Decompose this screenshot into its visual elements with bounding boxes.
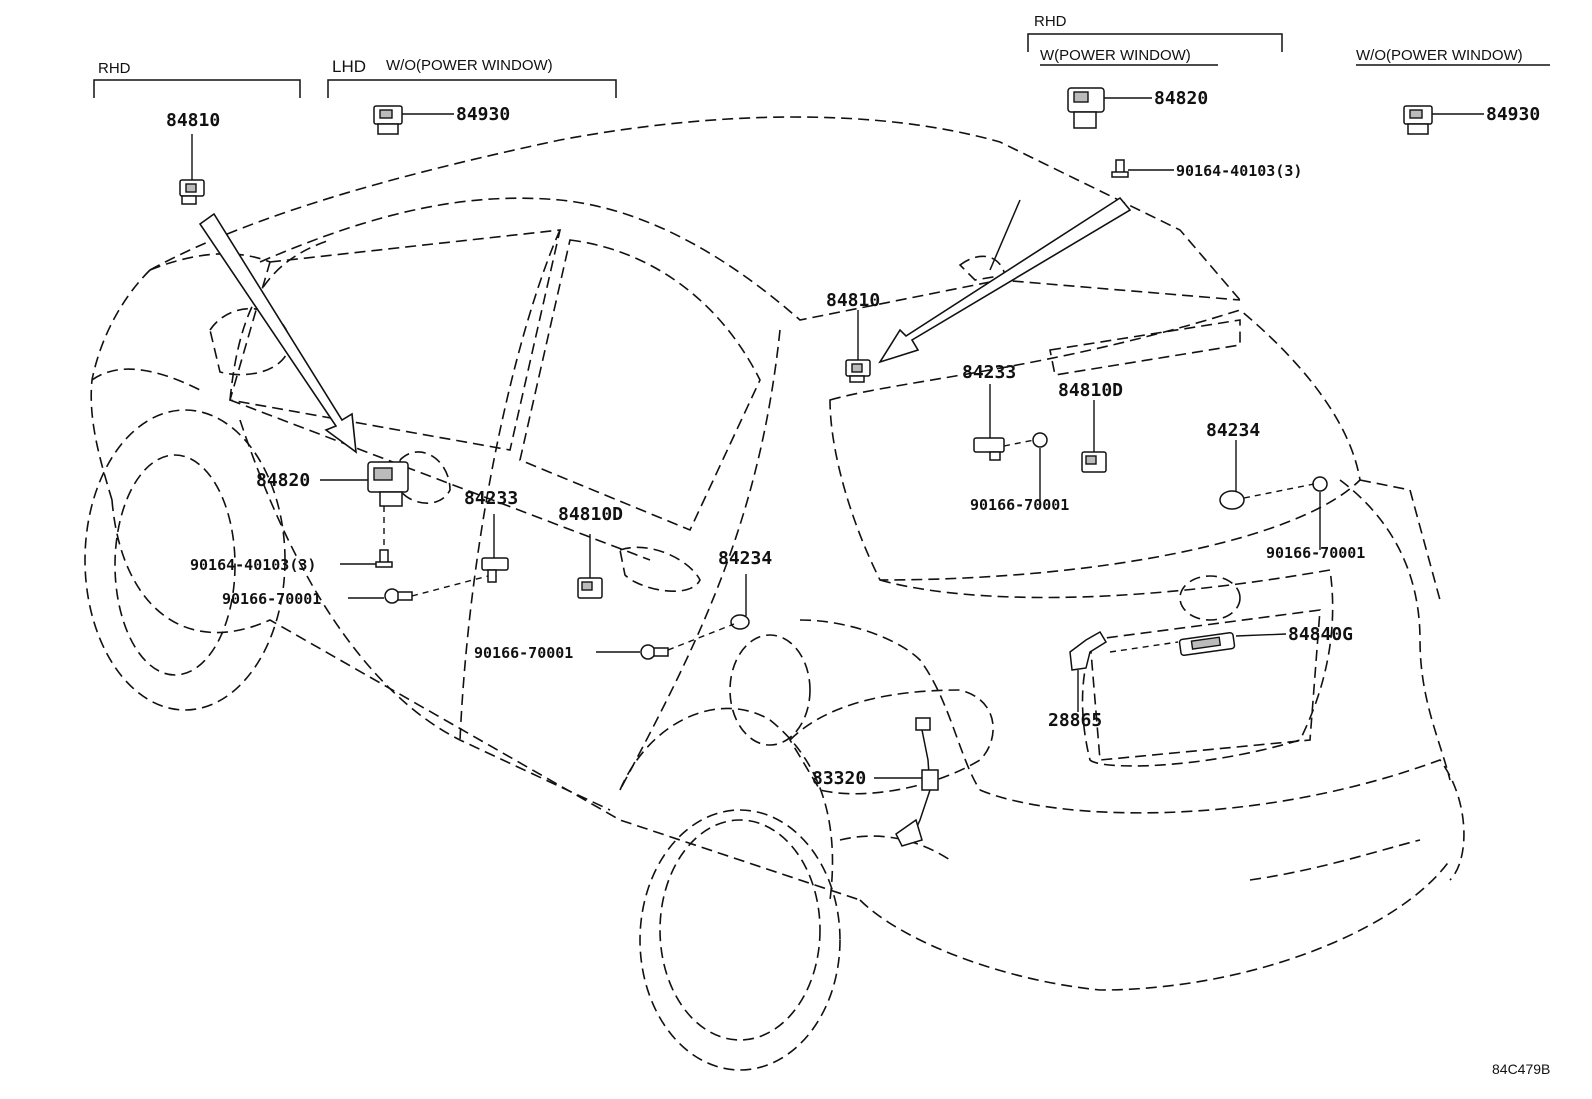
label-84233-right: 84233	[962, 362, 1016, 383]
figure-code: 84C479B	[1492, 1061, 1550, 1077]
label-84233-door: 84233	[464, 488, 518, 509]
switch-icon-84234-door	[730, 614, 750, 630]
group-label-wo-power-window-right-wrap: W/O(POWER WINDOW)	[1356, 47, 1550, 66]
switch-icon-84810d-door	[577, 577, 603, 599]
part-labels: 84810 84930 84820 90164-40103(3) 84930 8…	[166, 88, 1540, 789]
screw-icon-90166-door	[384, 588, 413, 604]
switch-icon-84930-left	[373, 105, 403, 135]
group-bracket-rhd-right: RHD W(POWER WINDOW)	[1027, 13, 1283, 66]
switch-icon-84930-right	[1403, 105, 1433, 135]
label-90166-door: 90166-70001	[222, 590, 321, 608]
switch-icon-84820-topright	[1067, 87, 1105, 129]
label-84810-roof: 84810	[826, 290, 880, 311]
label-90164-topright: 90164-40103(3)	[1176, 162, 1302, 180]
group-bracket-rhd-left: RHD	[93, 60, 301, 98]
arrow-rhd-left-to-door	[198, 212, 357, 454]
label-90166-right2: 90166-70001	[1266, 544, 1365, 562]
car-body-outline	[84, 116, 1465, 1071]
label-84810-topleft: 84810	[166, 110, 220, 131]
switch-icon-84810d-right	[1081, 451, 1107, 473]
sensor-icon-83320	[895, 717, 939, 847]
label-84930-left: 84930	[456, 104, 510, 125]
label-28865: 28865	[1048, 710, 1102, 731]
arrow-rhd-right-to-roof	[878, 196, 1132, 364]
switch-icon-84234-right	[1219, 490, 1245, 510]
label-90164-door: 90164-40103(3)	[190, 556, 316, 574]
switch-icon-84233-door	[481, 557, 509, 583]
switch-icon-84810-topleft	[179, 179, 205, 205]
group-label-wo-power-window-left: W/O(POWER WINDOW)	[386, 57, 553, 74]
label-90166-right1: 90166-70001	[970, 496, 1069, 514]
screw-icon-90164-door	[375, 549, 393, 568]
bracket-icon-28865	[1069, 630, 1108, 671]
label-84840g: 84840G	[1288, 624, 1353, 645]
label-90166-door2: 90166-70001	[474, 644, 573, 662]
switch-icon-84820-door	[367, 461, 409, 507]
leader-lines	[191, 97, 1484, 779]
label-84234-door: 84234	[718, 548, 772, 569]
switch-icon-84810-roof	[845, 359, 871, 383]
label-84810d-right: 84810D	[1058, 380, 1123, 401]
group-label-w-power-window: W(POWER WINDOW)	[1040, 47, 1191, 64]
group-label-rhd-left: RHD	[98, 60, 131, 77]
label-84820-topright: 84820	[1154, 88, 1208, 109]
screw-icon-90166-right2	[1312, 476, 1328, 492]
group-label-wo-power-window-right: W/O(POWER WINDOW)	[1356, 47, 1523, 64]
screw-icon-90166-right1	[1032, 432, 1048, 448]
screw-icon-90166-door2	[640, 644, 669, 660]
group-label-rhd-right: RHD	[1034, 13, 1067, 30]
label-83320: 83320	[812, 768, 866, 789]
label-84234-right: 84234	[1206, 420, 1260, 441]
switch-icon-84840g	[1178, 631, 1236, 657]
label-84930-right: 84930	[1486, 104, 1540, 125]
group-label-lhd: LHD	[332, 57, 366, 76]
screw-icon-90164-topright	[1111, 159, 1129, 178]
group-bracket-lhd-left: LHD W/O(POWER WINDOW)	[327, 57, 617, 98]
label-84820-door: 84820	[256, 470, 310, 491]
switch-icon-84233-right	[973, 437, 1005, 461]
label-84810d-door: 84810D	[558, 504, 623, 525]
